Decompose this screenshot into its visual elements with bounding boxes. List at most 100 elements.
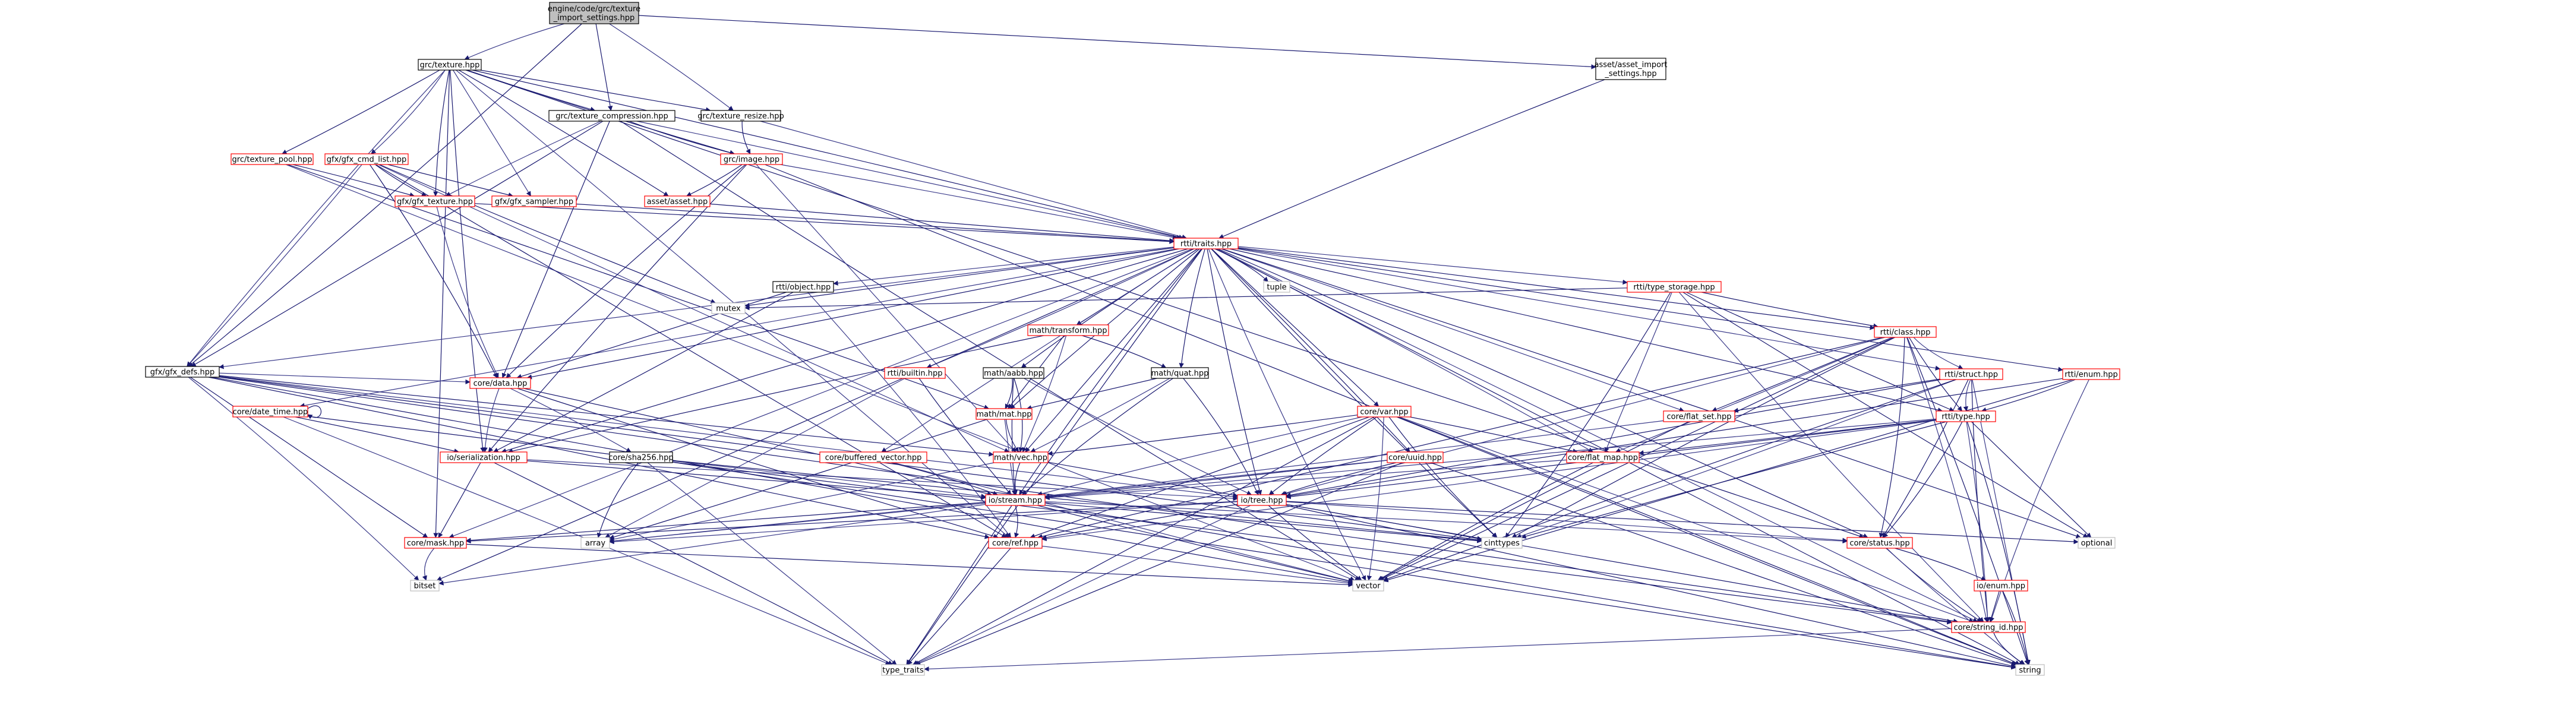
node-box [1974,580,2028,592]
node-rtti-object[interactable]: rtti/object.hpp [772,281,834,293]
node-core-flat-map[interactable]: core/flat_map.hpp [1566,451,1640,463]
edge-core_uuid-to-io_tree [1280,462,1396,496]
edge-core_sha256-to-array [596,462,639,538]
node-core-var[interactable]: core/var.hpp [1357,406,1412,418]
node-core-date-time[interactable]: core/date_time.hpp [232,406,308,418]
node-io-enum[interactable]: io/enum.hpp [1974,580,2028,592]
node-box [711,302,746,314]
node-box [145,366,220,378]
node-rtti-class[interactable]: rtti/class.hpp [1874,326,1937,338]
edge-core_ref-to-vector [1041,545,1353,586]
node-label: core/uuid.hpp [1388,454,1442,463]
edge-rtti_class-to-core_status [1879,337,1905,538]
node-core-flat-set[interactable]: core/flat_set.hpp [1663,410,1735,422]
node-math-aabb[interactable]: math/aabb.hpp [983,367,1044,379]
node-image[interactable]: grc/image.hpp [720,153,783,165]
edge-rtti_builtin-to-io_stream [918,378,1012,495]
edge-rtti_struct-to-core_status [1882,379,1969,538]
edge-texture-to-tex_pool [282,69,440,154]
node-label: gfx/gfx_texture.hpp [397,198,473,207]
node-gfx-defs[interactable]: gfx/gfx_defs.hpp [145,366,220,378]
node-asset-import[interactable]: asset/asset_import_settings.hpp [1594,58,1668,80]
node-core-ref[interactable]: core/ref.hpp [988,537,1043,549]
node-math-quat[interactable]: math/quat.hpp [1151,367,1209,379]
edge-gfx_defs-to-io_tree [219,375,1238,499]
node-mutex: mutex [711,302,746,314]
node-box [976,408,1033,420]
node-io-serialization[interactable]: io/serialization.hpp [440,451,528,463]
edge-rtti_type-to-core_flat_map [1639,419,1937,456]
node-optional: optional [2078,537,2116,549]
node-io-stream[interactable]: io/stream.hpp [985,494,1046,506]
node-core-mask[interactable]: core/mask.hpp [404,537,467,549]
node-rtti-enum[interactable]: rtti/enum.hpp [2062,368,2120,380]
node-asset[interactable]: asset/asset.hpp [644,195,711,207]
node-string: string [2015,664,2045,676]
edge-math_vec-to-io_stream [1012,462,1021,495]
node-box [1846,537,1913,549]
node-core-string-id[interactable]: core/string_id.hpp [1951,621,2026,633]
node-math-vec[interactable]: math/vec.hpp [993,451,1049,463]
node-texture[interactable]: grc/texture.hpp [418,59,482,71]
node-label: math/aabb.hpp [984,369,1043,378]
edge-core_date_time-to-core_date_time [307,405,322,419]
edge-root-to-gfx_defs [188,23,582,367]
node-type-storage[interactable]: rtti/type_storage.hpp [1627,281,1722,293]
node-label: array [585,539,605,548]
edge-traits-to-core_buffered_vector [881,248,1198,453]
edge-traits-to-math_vec [1025,248,1202,453]
node-box [1566,451,1640,463]
node-core-sha256[interactable]: core/sha256.hpp [608,451,674,463]
edge-traits-to-optional [1221,248,2081,539]
edge-gfx_cmd_list-to-mutex [379,164,716,304]
node-label: core/data.hpp [473,380,528,388]
node-traits[interactable]: rtti/traits.hpp [1173,238,1239,249]
node-io-tree[interactable]: io/tree.hpp [1237,494,1287,506]
node-rtti-builtin[interactable]: rtti/builtin.hpp [884,367,946,379]
edge-io_tree-to-core_mask [466,501,1238,544]
edge-image-to-core_data [506,164,746,378]
node-label: core/status.hpp [1849,539,1909,548]
edge-core_var-to-math_vec [1047,415,1358,456]
node-label: math/mat.hpp [977,410,1032,419]
edge-core_flat_map-to-io_stream [1044,459,1567,501]
node-rtti-struct[interactable]: rtti/struct.hpp [1939,368,2003,380]
node-gfx-sampler[interactable]: gfx/gfx_sampler.hpp [491,195,577,207]
edge-core_var-to-cinttypes [1388,416,1498,538]
node-gfx-cmd-list[interactable]: gfx/gfx_cmd_list.hpp [324,153,409,165]
edge-rtti_builtin-to-array [605,378,905,538]
node-math-transform[interactable]: math/transform.hpp [1027,324,1109,336]
node-math-mat[interactable]: math/mat.hpp [976,408,1033,420]
node-core-data[interactable]: core/data.hpp [469,377,531,389]
edge-rtti_object-to-io_serialization [493,292,794,453]
edge-texture-to-io_serialization [450,69,485,453]
node-label: grc/texture_pool.hpp [232,156,312,165]
node-rtti-type[interactable]: rtti/type.hpp [1936,410,1996,422]
edge-rtti_struct-to-io_tree [1286,379,1942,498]
edge-rtti_enum-to-rtti_type [1981,379,2076,413]
edge-traits-to-core_flat_set [1221,248,1685,412]
node-tex-pool[interactable]: grc/texture_pool.hpp [231,153,314,165]
node-box [2062,368,2120,380]
edge-io_stream-to-string [1044,504,2016,669]
node-label: string [2019,666,2041,675]
edge-gfx_defs-to-core_mask [190,377,428,538]
node-core-status[interactable]: core/status.hpp [1846,537,1913,549]
node-root[interactable]: engine/code/grc/texture_import_settings.… [548,2,640,24]
node-label: grc/texture_compression.hpp [555,112,668,121]
node-core-uuid[interactable]: core/uuid.hpp [1387,451,1444,463]
node-box [440,451,528,463]
edge-io_tree-to-array [609,501,1238,545]
edge-core_mask-to-vector [466,543,1353,587]
edge-core_uuid-to-string [1430,462,2016,666]
node-label: engine/code/grc/texture [548,5,640,14]
node-tex-compression[interactable]: grc/texture_compression.hpp [548,110,675,122]
edge-gfx_texture-to-core_data [436,206,499,378]
edge-io_enum-to-core_string_id [1988,590,2000,622]
edge-image-to-traits [780,164,1178,240]
edge-core_string_id-to-string [1993,632,2026,665]
node-gfx-texture[interactable]: gfx/gfx_texture.hpp [394,195,475,207]
node-tex-resize[interactable]: grc/texture_resize.hpp [697,110,784,122]
edge-traits-to-rtti_builtin [926,248,1195,368]
node-core-buffered-vector[interactable]: core/buffered_vector.hpp [819,451,927,463]
